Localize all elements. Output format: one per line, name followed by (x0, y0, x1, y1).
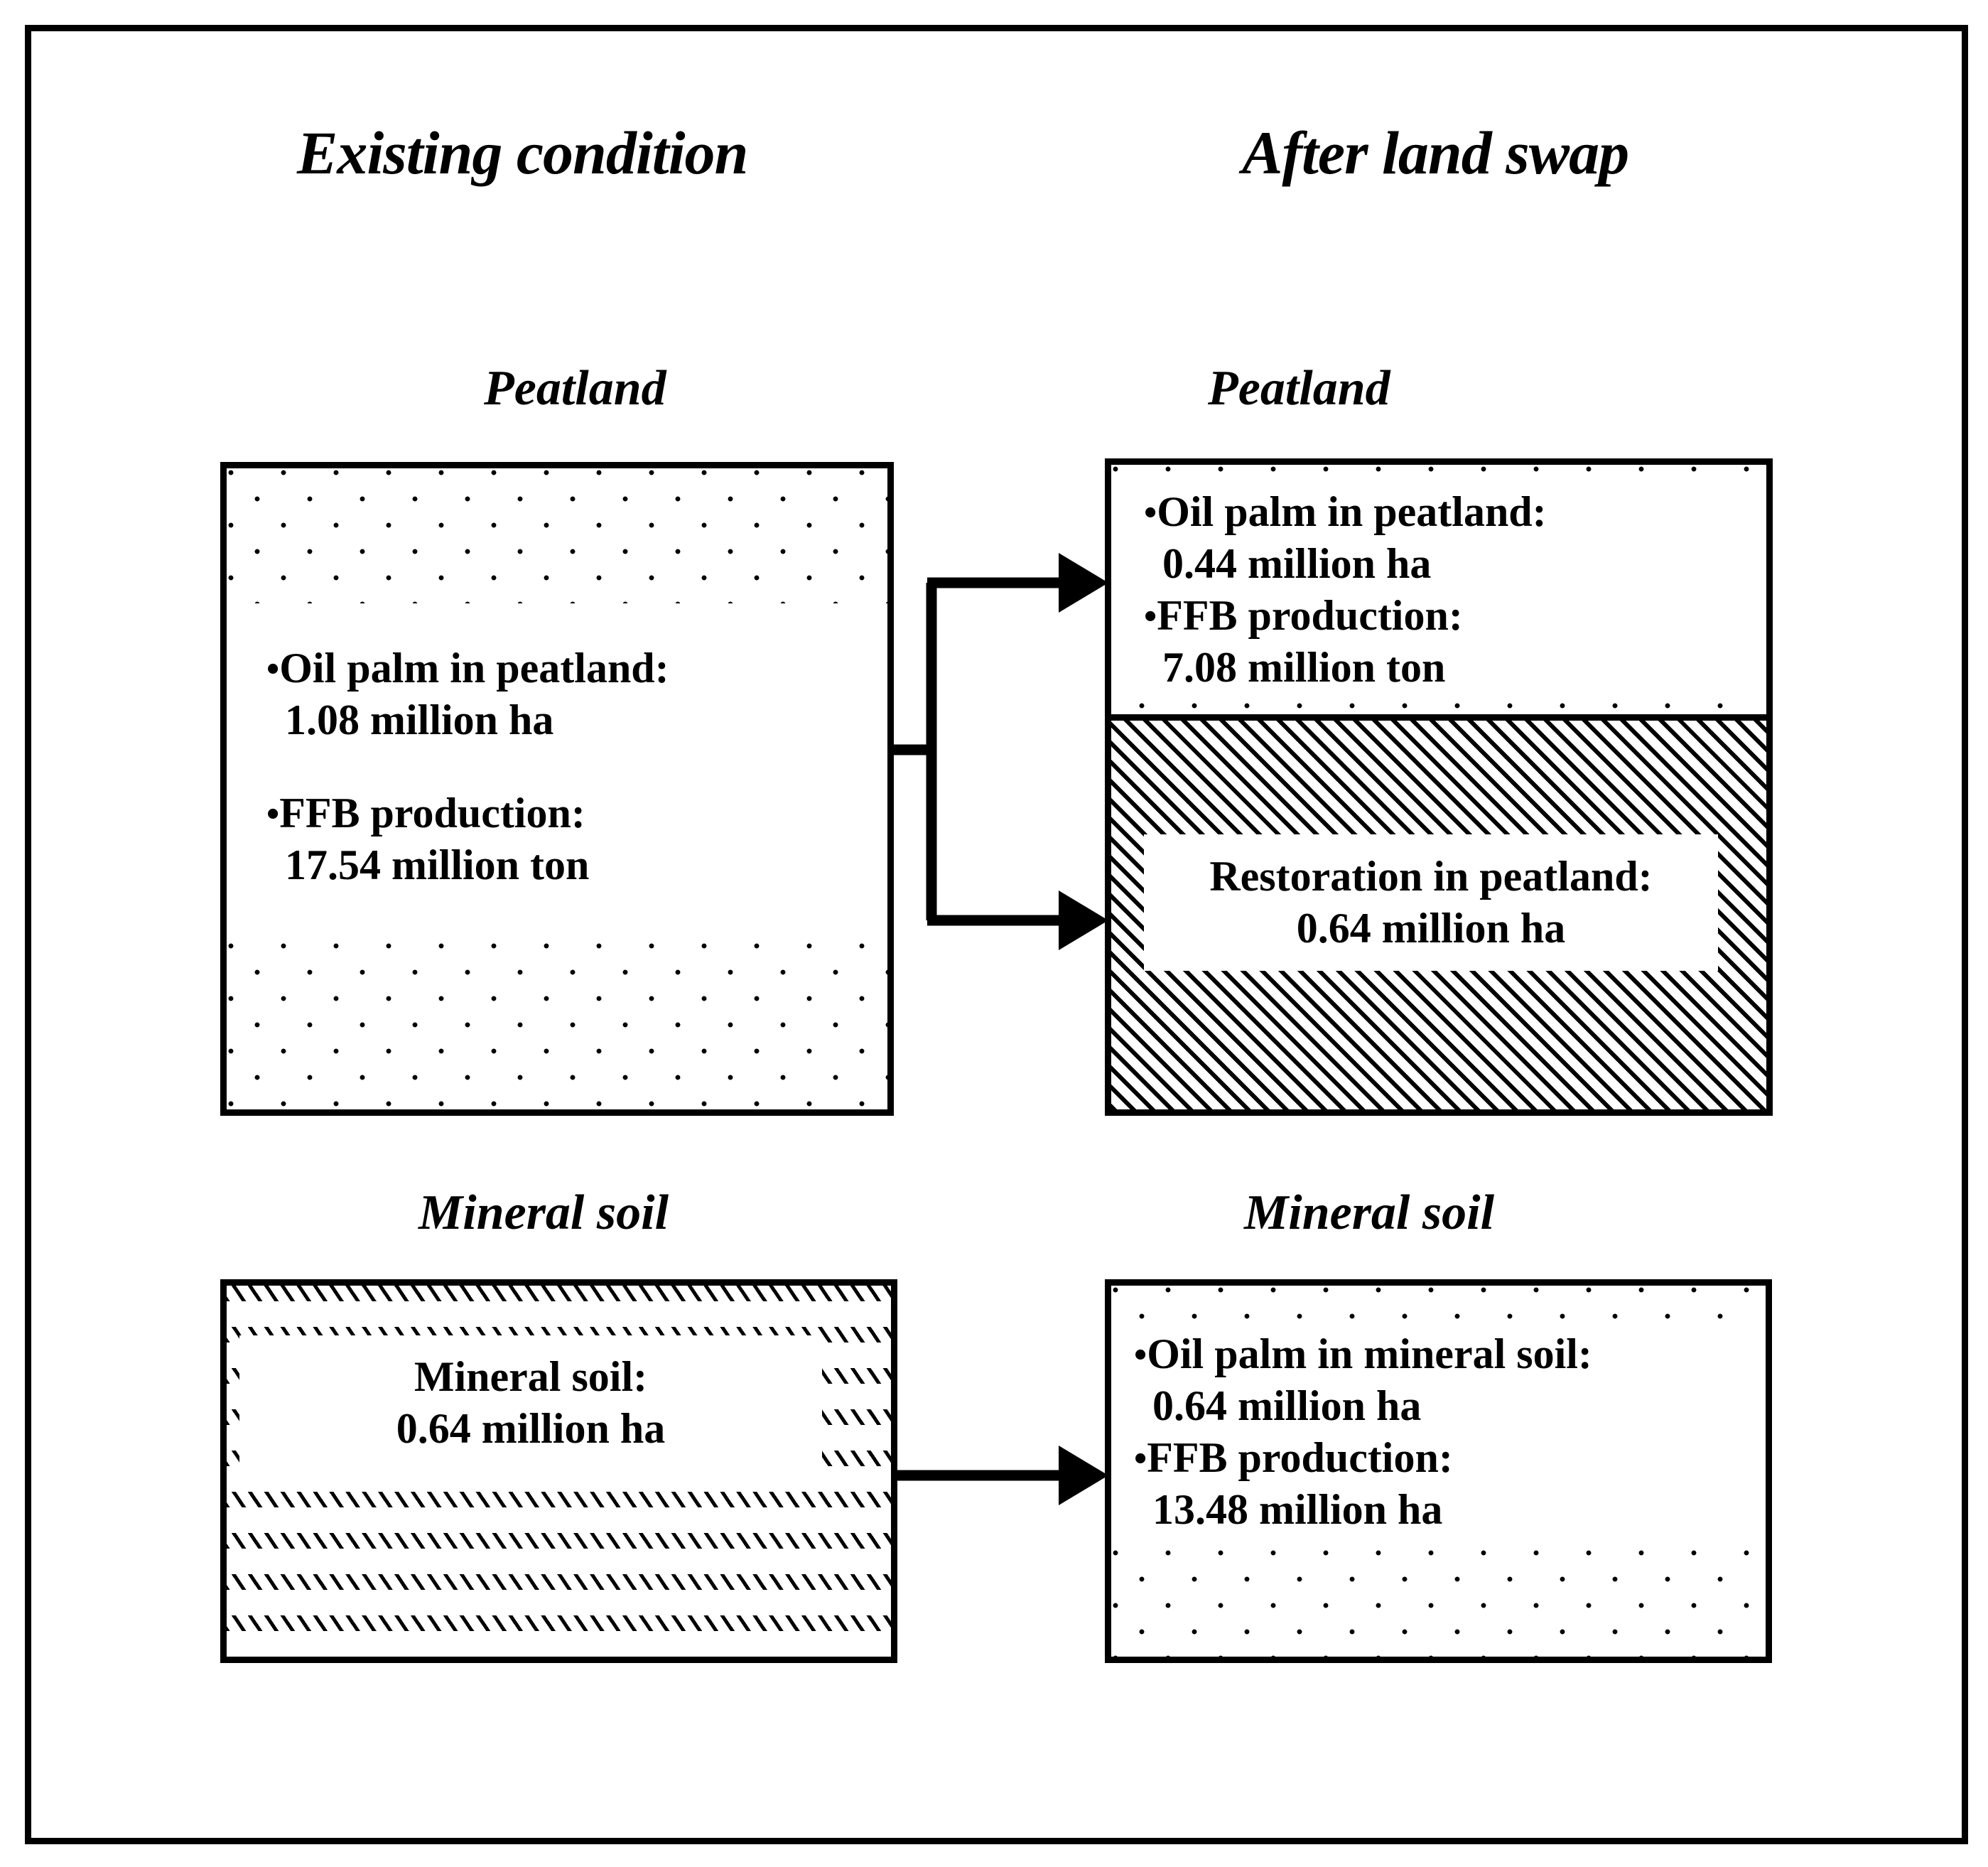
bullet-glyph-icon: • (1144, 492, 1157, 533)
mineral-soil-value: 0.64 million ha (396, 1405, 666, 1452)
peatland-section-divider (1111, 714, 1766, 721)
section-label-mineral-soil-left: Mineral soil (418, 1185, 669, 1240)
figure-outer-frame (25, 25, 1968, 1844)
section-label-mineral-soil-right: Mineral soil (1244, 1185, 1495, 1240)
bullet-label: Oil palm in peatland: (1157, 488, 1547, 535)
box-existing-mineral-soil: Mineral soil: 0.64 million ha (220, 1279, 897, 1663)
bullet-item-ffb: •FFB production: (1134, 1432, 1766, 1484)
bullet-value-oil-palm: 0.64 million ha (1152, 1382, 1422, 1429)
bullet-value-ffb: 7.08 million ton (1162, 644, 1446, 692)
bullet-glyph-icon: • (1144, 596, 1157, 637)
box-after-peatland: •Oil palm in peatland: 0.44 million ha •… (1105, 458, 1773, 1116)
content-gap (266, 746, 887, 787)
bullet-glyph-icon: • (1134, 1334, 1147, 1375)
bullet-item-ffb: •FFB production: (266, 787, 887, 839)
bullet-glyph-icon: • (1134, 1438, 1147, 1479)
box-existing-peatland: •Oil palm in peatland: 1.08 million ha •… (220, 462, 894, 1116)
column-title-existing-condition: Existing condition (297, 119, 748, 187)
after-peatland-oilpalm-content: •Oil palm in peatland: 0.44 million ha •… (1111, 483, 1766, 696)
restoration-value: 0.64 million ha (1296, 905, 1566, 952)
bullet-value-ffb: 17.54 million ton (285, 841, 590, 889)
bullet-item-ffb: •FFB production: (1144, 590, 1766, 642)
bullet-glyph-icon: • (266, 648, 280, 689)
after-mineral-soil-content: •Oil palm in mineral soil: 0.64 million … (1111, 1325, 1766, 1539)
bullet-item-oil-palm: •Oil palm in peatland: (1144, 486, 1766, 538)
column-title-after-land-swap: After land swap (1242, 119, 1629, 187)
bullet-value-oil-palm: 0.44 million ha (1162, 539, 1432, 587)
bullet-value-oil-palm: 1.08 million ha (285, 696, 554, 743)
bullet-label: FFB production: (279, 790, 585, 836)
pattern-dotted-peatland (227, 468, 887, 1109)
bullet-label: FFB production: (1157, 592, 1463, 639)
existing-peatland-content: •Oil palm in peatland: 1.08 million ha •… (227, 603, 887, 930)
bullet-item-oil-palm: •Oil palm in mineral soil: (1134, 1328, 1766, 1380)
bullet-label: FFB production: (1147, 1434, 1453, 1481)
section-label-peatland-left: Peatland (484, 361, 666, 416)
bullet-label: Oil palm in mineral soil: (1147, 1330, 1592, 1377)
box-after-peatland-restoration: Restoration in peatland: 0.64 million ha (1111, 721, 1766, 1109)
mineral-soil-label: Mineral soil: (414, 1352, 648, 1400)
box-after-mineral-soil: •Oil palm in mineral soil: 0.64 million … (1105, 1279, 1772, 1663)
existing-mineral-soil-content: Mineral soil: 0.64 million ha (239, 1335, 822, 1470)
box-after-peatland-oilpalm: •Oil palm in peatland: 0.44 million ha •… (1111, 465, 1766, 714)
bullet-glyph-icon: • (266, 794, 280, 834)
section-label-peatland-right: Peatland (1208, 361, 1390, 416)
bullet-label: Oil palm in peatland: (279, 644, 669, 692)
after-peatland-restoration-content: Restoration in peatland: 0.64 million ha (1144, 834, 1718, 971)
bullet-value-ffb: 13.48 million ha (1152, 1486, 1443, 1534)
restoration-label: Restoration in peatland: (1209, 852, 1653, 900)
bullet-item-oil-palm: •Oil palm in peatland: (266, 642, 887, 694)
